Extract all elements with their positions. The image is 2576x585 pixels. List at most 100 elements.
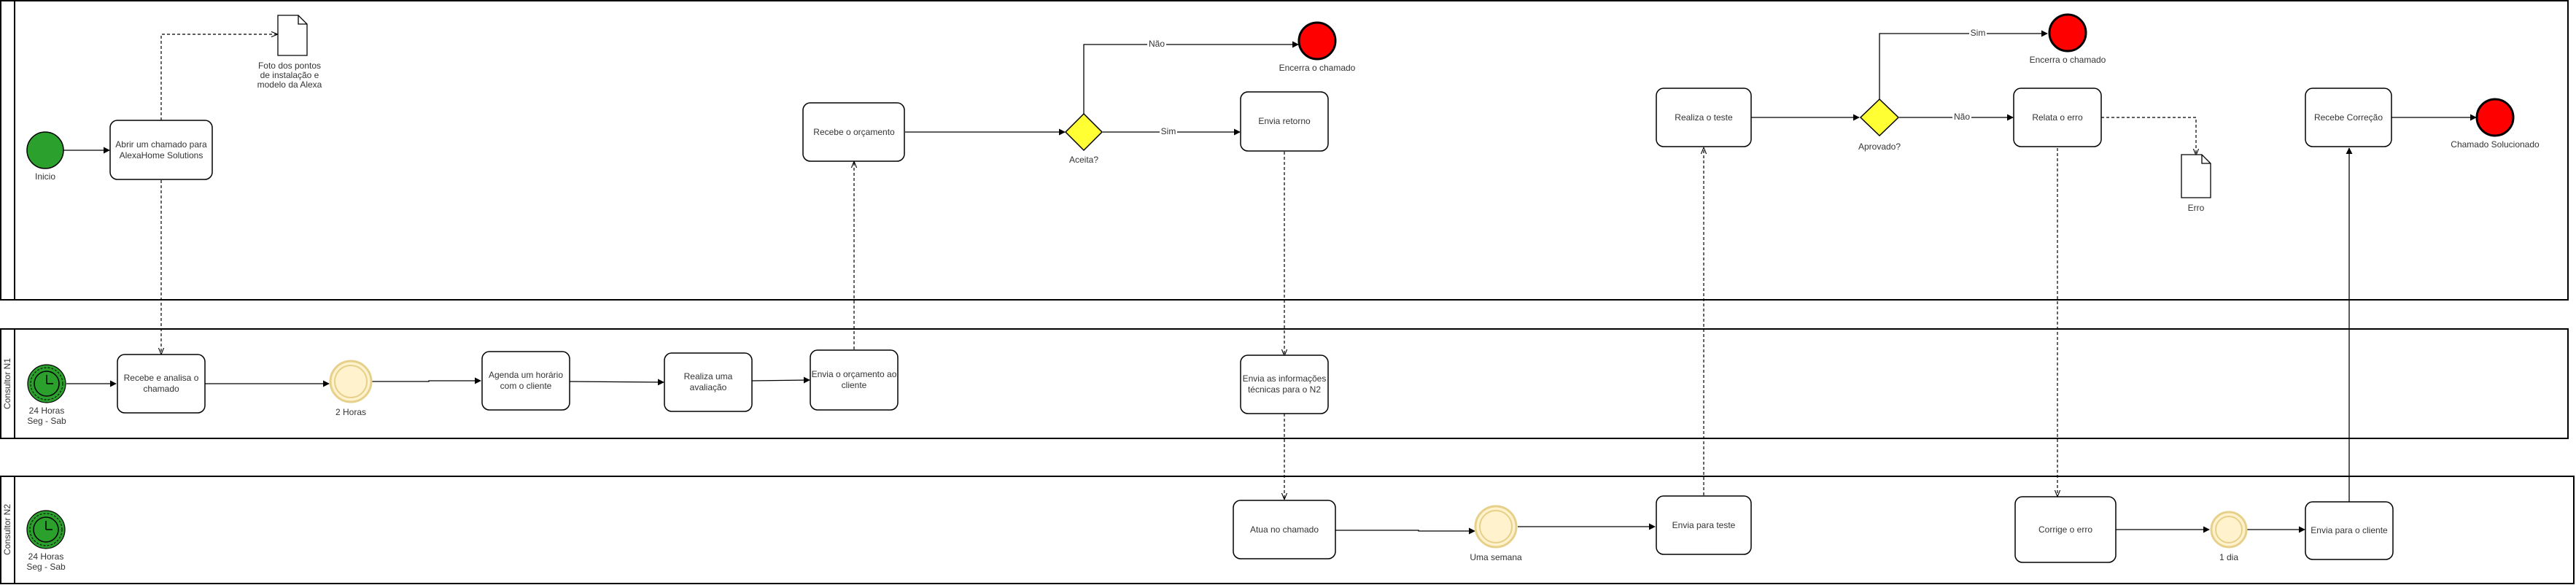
flow-agenda-avaliacao <box>567 379 664 386</box>
task-recebe-orcamento[interactable]: Recebe o orçamento <box>802 102 905 162</box>
end-event-encerra-1[interactable]: Encerra o chamado <box>1279 21 1356 73</box>
doc-foto-line3: modelo da Alexa <box>257 80 322 90</box>
task-realiza-teste-line1: Realiza o teste <box>1675 112 1733 123</box>
task-abrir-chamado-line2: AlexaHome Solutions <box>120 150 203 160</box>
task-recebe-analisa-line2: chamado <box>143 384 179 394</box>
gateway-aceita[interactable]: Aceita? <box>1064 112 1103 165</box>
task-envia-cliente-line1: Envia para o cliente <box>2311 525 2388 535</box>
events[interactable]: Inicio Encerra o chamado Encerra o chama… <box>26 13 2540 572</box>
document-icon <box>2181 154 2211 198</box>
association-abrir-foto <box>160 34 277 120</box>
task-recebe-correcao[interactable]: Recebe Correção <box>2305 88 2392 147</box>
task-envia-orcamento-line1: Envia o orçamento ao <box>812 369 897 379</box>
lane-label-n1: Consultor N1 <box>2 358 12 409</box>
gateway-aprovado-label: Aprovado? <box>1858 142 1901 152</box>
timer-n1-label-1: 24 Horas <box>29 406 65 416</box>
task-recebe-analisa-line1: Recebe e analisa o <box>124 373 199 383</box>
flow-label-aprovado-sim: Sim <box>1971 28 1986 38</box>
end-event-encerra-2[interactable]: Encerra o chamado <box>2030 13 2106 65</box>
intermediate-event-1-dia[interactable]: 1 dia <box>2210 511 2248 562</box>
pool-consultor-n2[interactable]: Consultor N2 <box>0 476 2575 584</box>
task-recebe-correcao-line1: Recebe Correção <box>2314 112 2383 123</box>
task-atua-chamado[interactable]: Atua no chamado <box>1233 500 1336 559</box>
task-relata-erro-line1: Relata o erro <box>2032 112 2083 123</box>
task-envia-orcamento-line2: cliente <box>842 380 867 390</box>
task-abrir-chamado-line1: Abrir um chamado para <box>115 139 207 150</box>
task-envia-teste-line1: Envia para teste <box>1672 520 1736 530</box>
task-envia-informacoes-line1: Envia as informações <box>1243 373 1327 384</box>
flow-label-aprovado-nao: Não <box>1954 112 1970 122</box>
doc-erro-label: Erro <box>2188 203 2205 213</box>
flow-label-aceita-nao: Não <box>1149 39 1165 49</box>
task-corrige-erro-line1: Corrige o erro <box>2038 524 2092 535</box>
flow-aprovado-sim <box>1879 30 2048 100</box>
flow-label-aceita-sim: Sim <box>1161 126 1176 136</box>
gateways[interactable]: Aceita? Aprovado? <box>1064 98 1901 165</box>
end-event-encerra-1-label: Encerra o chamado <box>1279 63 1356 73</box>
start-event-inicio[interactable]: Inicio <box>26 131 64 182</box>
gateway-aprovado[interactable]: Aprovado? <box>1858 98 1901 152</box>
pool-consultor-n1[interactable]: Consultor N1 <box>0 328 2569 439</box>
task-atua-chamado-line1: Atua no chamado <box>1250 524 1319 535</box>
gateway-aceita-label: Aceita? <box>1069 155 1098 165</box>
task-realiza-avaliacao-line2: avaliação <box>690 382 727 392</box>
intermediate-event-2-horas[interactable]: 2 Horas <box>329 360 373 417</box>
clock-icon <box>34 371 60 397</box>
doc-foto-line2: de instalação e <box>260 70 319 80</box>
timer-n2-label-2: Seg - Sab <box>26 562 66 572</box>
wait-dia-label: 1 dia <box>2219 552 2238 562</box>
wait-semana-label: Uma semana <box>1470 552 1522 562</box>
task-envia-retorno-line1: Envia retorno <box>1258 116 1311 126</box>
flow-avaliacao-envia-orcamento <box>751 376 810 384</box>
task-realiza-avaliacao-line1: Realiza uma <box>684 371 733 381</box>
clock-icon <box>33 516 59 543</box>
flow-aceita-nao <box>1083 41 1299 115</box>
wait-2h-label: 2 Horas <box>335 407 366 417</box>
task-envia-cliente[interactable]: Envia para o cliente <box>2305 501 2394 560</box>
association-relata-erro-doc <box>2101 117 2196 155</box>
end-event-solucionado-label: Chamado Solucionado <box>2451 139 2540 150</box>
task-recebe-orcamento-line1: Recebe o orçamento <box>813 127 895 137</box>
timer-n2-label-1: 24 Horas <box>28 551 64 562</box>
intermediate-event-uma-semana[interactable]: Uma semana <box>1470 505 1522 562</box>
document-icon <box>277 15 308 56</box>
task-agenda-horario-line1: Agenda um horário <box>489 370 563 380</box>
task-relata-erro[interactable]: Relata o erro <box>2013 88 2102 147</box>
task-realiza-teste[interactable]: Realiza o teste <box>1656 88 1752 147</box>
task-envia-retorno[interactable]: Envia retorno <box>1240 91 1329 152</box>
doc-foto-line1: Foto dos pontos <box>258 61 321 71</box>
data-object-erro[interactable]: Erro <box>2181 154 2211 213</box>
task-agenda-horario-line2: com o cliente <box>500 381 552 391</box>
task-corrige-erro[interactable]: Corrige o erro <box>2014 496 2117 563</box>
end-event-solucionado[interactable]: Chamado Solucionado <box>2451 98 2540 150</box>
task-envia-teste[interactable]: Envia para teste <box>1656 495 1752 555</box>
timer-n1-label-2: Seg - Sab <box>27 416 66 426</box>
lane-label-n2: Consultor N2 <box>2 504 12 555</box>
task-envia-informacoes-line2: técnicas para o N2 <box>1248 384 1321 395</box>
message-flows <box>161 34 2196 499</box>
start-event-label: Inicio <box>35 171 55 182</box>
flow-labels: Não Sim Sim Não <box>1147 28 1987 136</box>
flow-atua-semana <box>1335 527 1475 535</box>
